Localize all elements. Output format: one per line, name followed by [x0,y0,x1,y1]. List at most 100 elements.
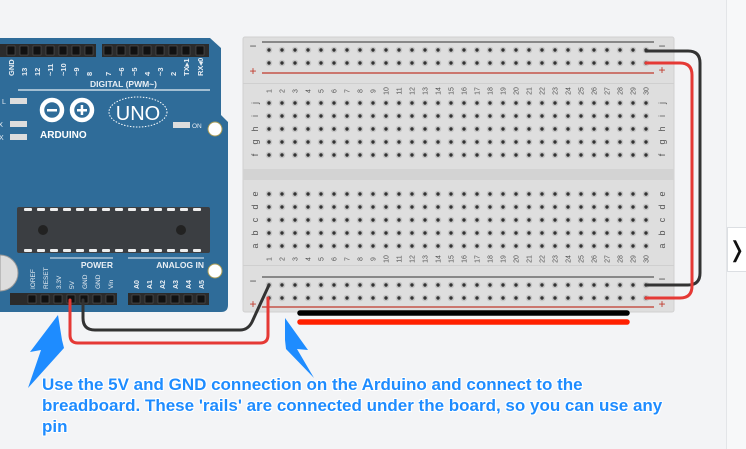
power-pin[interactable] [105,294,115,304]
hole-center [618,296,622,300]
power-pin[interactable] [27,294,37,304]
digital-pin[interactable] [71,45,81,56]
chip-pin [37,249,45,252]
hole-center [514,283,518,287]
analog-pin[interactable] [170,294,180,304]
digital-pin[interactable] [142,45,152,56]
power-pin-label: 5V [69,280,76,289]
hole-center [384,231,388,235]
hole-center [553,231,557,235]
hole-center [384,192,388,196]
hole-center [605,192,609,196]
hole-center [462,231,466,235]
hole-center [397,205,401,209]
analog-label: ANALOG IN [156,260,204,270]
hole-center [384,205,388,209]
column-number: 22 [540,87,547,95]
power-label: POWER [81,260,113,270]
hole-center [553,101,557,105]
power-wire-right[interactable] [644,61,694,300]
hole-center [358,296,362,300]
hole-center [384,101,388,105]
uno-badge [108,96,168,128]
hole-center [475,244,479,248]
analog-pin-label: A3 [173,280,180,289]
power-pin[interactable] [53,294,63,304]
hole-center [527,114,531,118]
hole-center [319,218,323,222]
hole-center [475,231,479,235]
analog-pin-label: A0 [134,280,141,289]
arduino-logo-icon [39,97,95,123]
digital-pin-label: ~11 [46,64,55,76]
breadboard[interactable]: − + − + − + − + 112233445566778899101011… [242,36,675,313]
hole-center [462,283,466,287]
analog-pin[interactable] [157,294,167,304]
digital-pin[interactable] [168,45,178,56]
hole-center [306,218,310,222]
column-number: 25 [579,255,586,263]
led-indicators: L TX RX ON [0,98,202,142]
digital-pin[interactable] [195,45,205,56]
hole-center [358,140,362,144]
power-pin[interactable] [40,294,50,304]
hole-center [488,192,492,196]
hole-center [501,283,505,287]
hole-center [267,153,271,157]
digital-pin[interactable] [116,45,126,56]
hole-center [345,244,349,248]
hole-center [462,244,466,248]
analog-pin[interactable] [183,294,193,304]
digital-pin[interactable] [32,45,42,56]
hole-center [631,114,635,118]
digital-pin[interactable] [6,45,16,56]
ground-wire-arduino[interactable] [81,283,271,332]
hole-center [605,218,609,222]
chip-pin [180,249,188,252]
digital-pin[interactable] [45,45,55,56]
digital-pin[interactable] [181,45,191,56]
analog-pin[interactable] [131,294,141,304]
digital-pin[interactable] [103,45,113,56]
digital-pin[interactable] [155,45,165,56]
hole-center [579,101,583,105]
power-wire-arduino[interactable] [68,296,270,345]
digital-pin[interactable] [58,45,68,56]
hole-center [618,114,622,118]
digital-pin[interactable] [84,45,94,56]
expand-panel-button[interactable]: ❭ [727,227,746,272]
power-pin[interactable] [92,294,102,304]
barrel-jack [0,254,19,292]
hole-center [436,127,440,131]
row-label: a [250,243,260,248]
column-number: 15 [449,255,456,263]
column-number: 21 [527,255,534,263]
hole-center [631,296,635,300]
hole-center [514,205,518,209]
power-pin-label: GND [95,274,102,289]
hole-center [501,114,505,118]
hole-center [423,296,427,300]
row-label: b [657,230,667,235]
digital-pin[interactable] [19,45,29,56]
column-number: 20 [514,255,521,263]
hole-center [319,140,323,144]
column-number: 17 [475,87,482,95]
hole-center [449,231,453,235]
column-number: 5 [319,89,326,93]
column-number: 15 [449,87,456,95]
hole-center [527,127,531,131]
analog-pin[interactable] [144,294,154,304]
analog-pin[interactable] [196,294,206,304]
analog-pin-label: A5 [199,280,206,289]
hole-center [436,296,440,300]
hole-center [462,218,466,222]
hole-center [592,205,596,209]
column-number: 1 [267,89,274,93]
digital-pin[interactable] [129,45,139,56]
side-panel [726,0,746,449]
hole-center [371,205,375,209]
hole-center [280,114,284,118]
